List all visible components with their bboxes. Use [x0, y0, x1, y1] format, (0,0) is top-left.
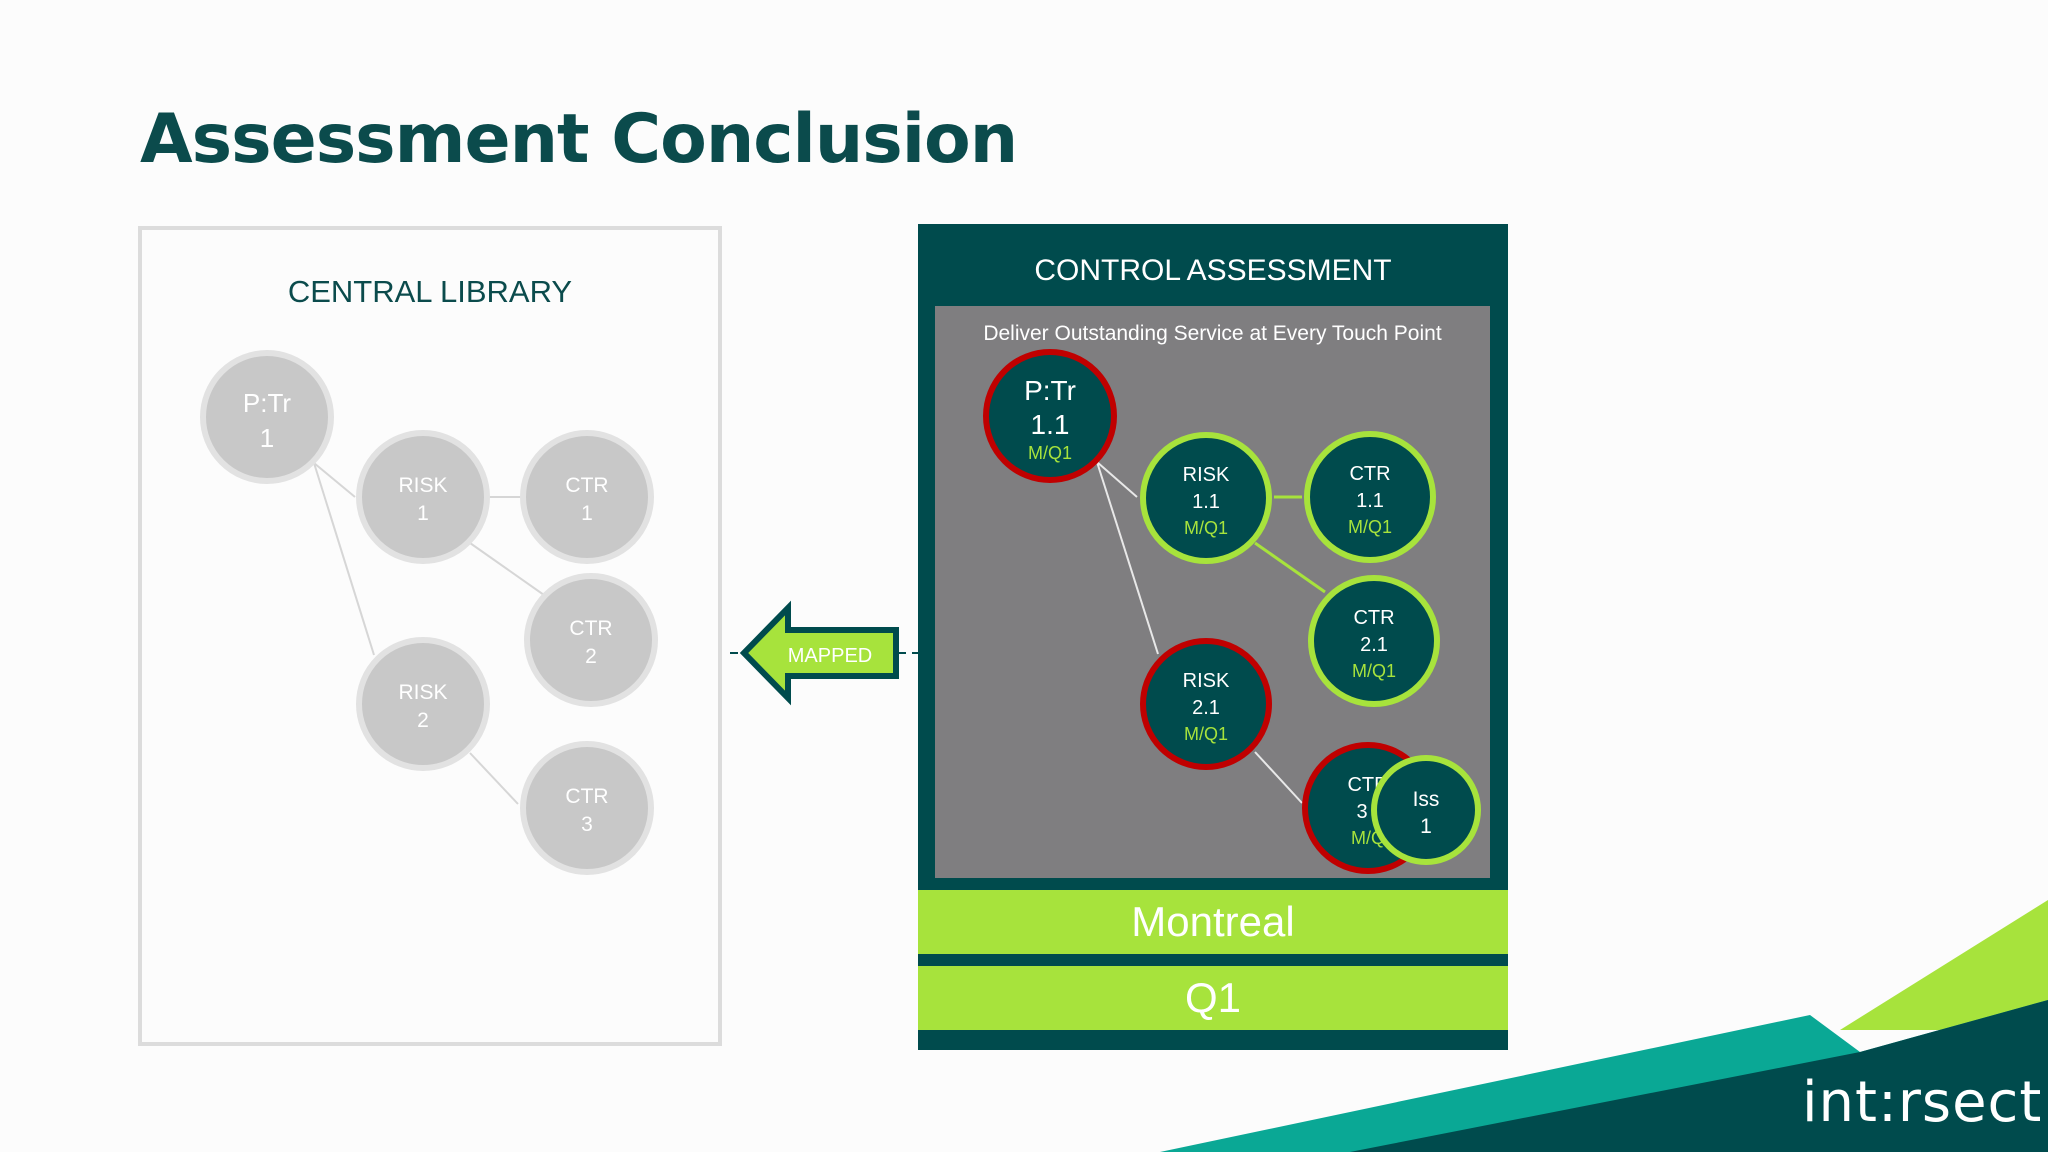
- assessment-edges: [1096, 461, 1326, 804]
- assessment-node-risk2: RISK 2.1 M/Q1: [1140, 638, 1272, 770]
- assessment-ptr-line1: P:Tr: [1024, 375, 1076, 406]
- assessment-risk1-line2: 1.1: [1192, 491, 1220, 513]
- assessment-ctr3-line2: 3: [1356, 801, 1367, 823]
- assessment-risk2-line1: RISK: [1183, 670, 1230, 692]
- library-risk1-line2: 1: [417, 502, 429, 525]
- library-risk2-line2: 2: [417, 709, 429, 732]
- library-risk1-line1: RISK: [398, 474, 447, 497]
- edge-ptr-risk2: [313, 462, 375, 656]
- assessment-ctr1-tag: M/Q1: [1348, 517, 1392, 537]
- control-assessment-title: CONTROL ASSESSMENT: [1034, 254, 1392, 287]
- library-node-ctr1: CTR 1: [520, 430, 654, 564]
- assessment-ctr2-line2: 2.1: [1360, 634, 1388, 656]
- assessment-ctr2-tag: M/Q1: [1352, 661, 1396, 681]
- library-ctr1-line1: CTR: [565, 474, 608, 497]
- library-ptr-line1: P:Tr: [243, 388, 291, 418]
- edge-ptr-risk1: [313, 462, 356, 498]
- assessment-issue-line2: 1: [1420, 815, 1432, 838]
- assessment-risk2-tag: M/Q1: [1184, 724, 1228, 744]
- edge-risk2-ctr3: [1254, 751, 1303, 804]
- assessment-ptr-tag: M/Q1: [1028, 443, 1072, 463]
- assessment-risk1-line1: RISK: [1183, 464, 1230, 486]
- assessment-node-risk1: RISK 1.1 M/Q1: [1140, 432, 1272, 564]
- library-ctr3-line2: 3: [581, 813, 593, 836]
- library-risk2-line1: RISK: [398, 681, 447, 704]
- mapped-arrow: MAPPED: [730, 600, 918, 706]
- library-ctr1-line2: 1: [581, 502, 593, 525]
- assessment-ptr-line2: 1.1: [1031, 409, 1070, 440]
- edge-risk1-ctr2: [1254, 541, 1326, 594]
- assessment-ctr1-line1: CTR: [1349, 463, 1390, 485]
- edge-risk1-ctr2: [469, 542, 545, 596]
- assessment-node-issue: Iss 1: [1371, 755, 1481, 865]
- intersect-logo: int:rsect: [1802, 1070, 2043, 1135]
- assessment-ctr2-line1: CTR: [1353, 607, 1394, 629]
- location-band: Montreal: [918, 890, 1508, 954]
- library-node-risk2: RISK 2: [356, 637, 490, 771]
- library-ctr2-line1: CTR: [569, 617, 612, 640]
- library-ctr2-line2: 2: [585, 645, 597, 668]
- edge-ptr-risk1-1: [1096, 461, 1138, 498]
- central-library-title: CENTRAL LIBRARY: [287, 274, 573, 309]
- edge-risk2-ctr3: [469, 752, 519, 805]
- assessment-node-ctr2: CTR 2.1 M/Q1: [1308, 575, 1440, 707]
- assessment-risk1-tag: M/Q1: [1184, 518, 1228, 538]
- library-node-ptr: P:Tr 1: [200, 350, 334, 484]
- assessment-issue-line1: Iss: [1413, 788, 1440, 811]
- library-ctr3-line1: CTR: [565, 785, 608, 808]
- slide-title: Assessment Conclusion: [140, 100, 1018, 179]
- mapped-label: MAPPED: [788, 645, 872, 667]
- library-node-ctr2: CTR 2: [524, 573, 658, 707]
- assessment-ctr1-line2: 1.1: [1356, 490, 1384, 512]
- library-ptr-line2: 1: [260, 423, 274, 453]
- assessment-risk2-line2: 2.1: [1192, 697, 1220, 719]
- quarter-band: Q1: [918, 966, 1508, 1030]
- library-edges: [313, 462, 545, 805]
- library-node-risk1: RISK 1: [356, 430, 490, 564]
- library-node-ctr3: CTR 3: [520, 741, 654, 875]
- edge-ptr-risk2-1: [1096, 461, 1159, 655]
- objective-title: Deliver Outstanding Service at Every Tou…: [983, 322, 1442, 345]
- assessment-node-ptr: P:Tr 1.1 M/Q1: [983, 349, 1117, 483]
- assessment-node-ctr1: CTR 1.1 M/Q1: [1304, 431, 1436, 563]
- mapped-arrow-shape: [739, 600, 899, 706]
